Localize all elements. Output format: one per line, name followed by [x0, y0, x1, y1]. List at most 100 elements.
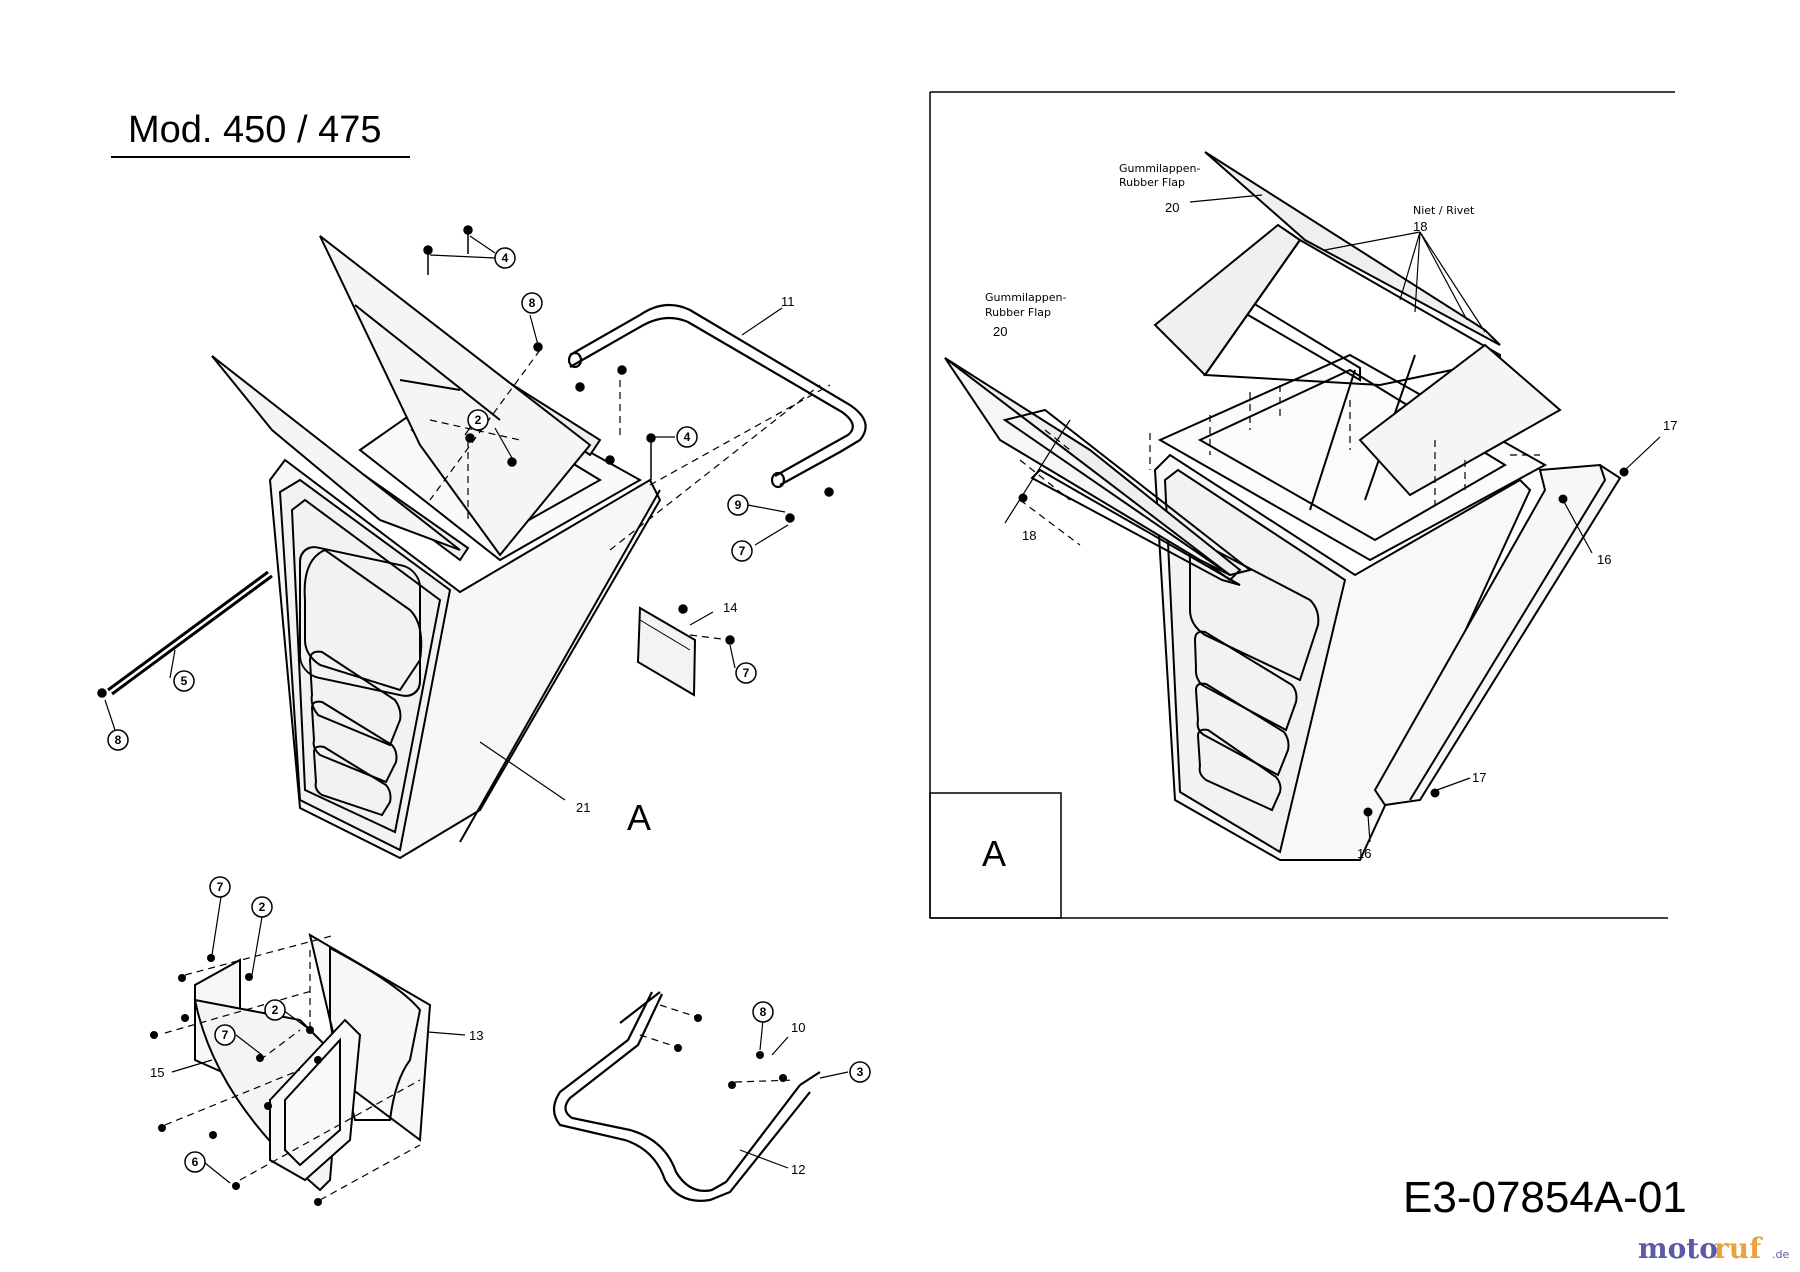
- rivet-number: 18: [1413, 219, 1427, 234]
- nut-icon: [97, 688, 107, 698]
- nut-icon: [150, 1031, 158, 1039]
- callouts-handle12: 8 3: [752, 1001, 871, 1083]
- rivet-number-left: 18: [1022, 528, 1036, 543]
- watermark-part-a: moto: [1638, 1232, 1718, 1265]
- bolt-icon: [423, 245, 433, 255]
- callout-circle: 9: [727, 494, 749, 516]
- chute-assembly-lines: [164, 934, 421, 1201]
- part-number-label: 11: [781, 294, 795, 309]
- part-17-top: 17: [1663, 418, 1677, 433]
- rivet-label: Niet / Rivet: [1413, 204, 1475, 217]
- nut-icon: [181, 1014, 189, 1022]
- part-number-label: 13: [469, 1028, 483, 1043]
- part-number-label: 15: [150, 1065, 164, 1080]
- watermark-logo: moto ruf .de: [1638, 1232, 1789, 1265]
- rivet-icon: [1363, 807, 1373, 817]
- callout-circle: 4: [676, 426, 698, 448]
- svg-text:8: 8: [529, 296, 536, 310]
- nut-icon: [507, 457, 517, 467]
- flap-left-number: 20: [993, 324, 1007, 339]
- nut-icon: [674, 1044, 682, 1052]
- bolt-icon: [605, 455, 615, 465]
- callout-circle: 7: [731, 540, 753, 562]
- svg-text:6: 6: [192, 1155, 199, 1169]
- callout-circle: 2: [251, 896, 273, 918]
- detail-a-hopper: [944, 151, 1622, 861]
- flap-left-label-line2: Rubber Flap: [985, 306, 1051, 319]
- watermark-part-b: ruf: [1714, 1232, 1763, 1265]
- svg-text:5: 5: [181, 674, 188, 688]
- part-number-label: 10: [791, 1020, 805, 1035]
- part-number-label: 21: [576, 800, 590, 815]
- nut-icon: [575, 382, 585, 392]
- chute-assembly: [193, 932, 432, 1192]
- detail-box-label: A: [982, 833, 1006, 874]
- detail-ref-label: A: [627, 797, 651, 838]
- svg-text:4: 4: [502, 251, 509, 265]
- handle-part-12: [552, 991, 821, 1202]
- callout-circle: 7: [214, 1024, 236, 1046]
- chute-fasteners: [150, 954, 322, 1206]
- svg-text:7: 7: [222, 1028, 229, 1042]
- nut-icon: [264, 1102, 272, 1110]
- nut-icon: [314, 1056, 322, 1064]
- nut-icon: [678, 604, 688, 614]
- flap-top-number: 20: [1165, 200, 1179, 215]
- part-number-label: 12: [791, 1162, 805, 1177]
- bracket-part-14: [636, 606, 697, 697]
- nut-icon: [158, 1124, 166, 1132]
- nut-icon: [207, 954, 215, 962]
- part-number-label: 14: [723, 600, 737, 615]
- callout-circle: 2: [467, 409, 489, 431]
- callout-circle: 4: [494, 247, 516, 269]
- part-16-bottom: 16: [1357, 846, 1371, 861]
- callouts-chute: 7 2 2 7 6: [184, 876, 286, 1173]
- rod-part-5: [107, 570, 273, 696]
- part-16-top: 16: [1597, 552, 1611, 567]
- callout-circle: 6: [184, 1151, 206, 1173]
- callout-circle: 8: [107, 729, 129, 751]
- leader-lines: [104, 235, 789, 801]
- svg-text:4: 4: [684, 430, 691, 444]
- callout-circle: 5: [173, 670, 195, 692]
- nut-icon: [256, 1054, 264, 1062]
- svg-text:9: 9: [735, 498, 742, 512]
- svg-text:7: 7: [743, 666, 750, 680]
- svg-text:8: 8: [760, 1005, 767, 1019]
- rivet-icon: [1558, 494, 1568, 504]
- nut-icon: [232, 1182, 240, 1190]
- svg-text:3: 3: [857, 1065, 864, 1079]
- detail-a-leaders: [1004, 194, 1661, 843]
- nut-icon: [617, 365, 627, 375]
- nut-icon: [756, 1051, 764, 1059]
- svg-text:8: 8: [115, 733, 122, 747]
- nut-icon: [178, 974, 186, 982]
- handle12-fasteners: [674, 1014, 787, 1089]
- callout-circle: 7: [209, 876, 231, 898]
- nut-icon: [785, 513, 795, 523]
- callout-circle: 8: [752, 1001, 774, 1023]
- callout-circle: 2: [264, 999, 286, 1021]
- nut-icon: [824, 487, 834, 497]
- rivet-icon: [1430, 788, 1440, 798]
- detail-a-frame: [929, 91, 1675, 919]
- bolt-icon: [646, 433, 656, 443]
- bolt-icon: [463, 225, 473, 235]
- svg-text:2: 2: [259, 900, 266, 914]
- svg-text:2: 2: [475, 413, 482, 427]
- svg-text:2: 2: [272, 1003, 279, 1017]
- flap-top-label-line2: Rubber Flap: [1119, 176, 1185, 189]
- part-17-bottom: 17: [1472, 770, 1486, 785]
- nut-icon: [694, 1014, 702, 1022]
- handle12-lines: [639, 1004, 796, 1083]
- nut-icon: [245, 973, 253, 981]
- chute-leaders: [171, 896, 466, 1184]
- callout-circle: 3: [849, 1061, 871, 1083]
- handle-part-11: [567, 303, 867, 489]
- callout-circle: 8: [521, 292, 543, 314]
- svg-text:7: 7: [739, 544, 746, 558]
- model-title: Mod. 450 / 475: [128, 109, 382, 151]
- main-hopper-assembly: [211, 235, 662, 860]
- callout-circle: 7: [735, 662, 757, 684]
